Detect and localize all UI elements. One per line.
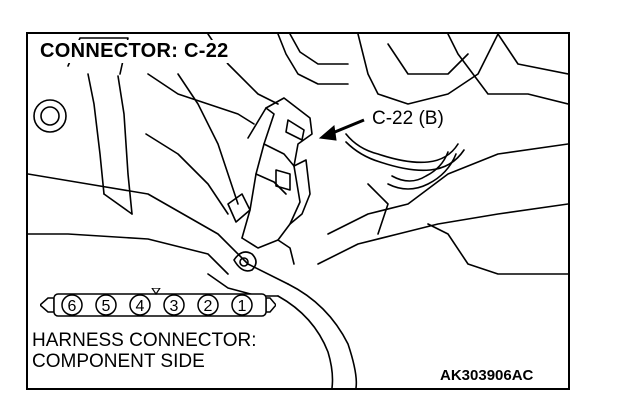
pin-2-label: 2: [204, 298, 213, 315]
pin-key-marker: [151, 288, 161, 296]
pin-1-socket: [231, 294, 253, 316]
connector-pin-face: 6 5 4 3 2 1: [40, 288, 276, 317]
pin-6-socket: [61, 294, 83, 316]
pin-3-socket: [163, 294, 185, 316]
pin-6-label: 6: [68, 298, 77, 315]
pin-3-label: 3: [170, 298, 179, 315]
pin-5-label: 5: [102, 298, 111, 315]
harness-connector-caption: HARNESS CONNECTOR: COMPONENT SIDE: [32, 330, 259, 372]
harness-caption-line1: HARNESS CONNECTOR:: [32, 330, 257, 351]
pin-1-label: 1: [238, 298, 247, 315]
harness-caption-line2: COMPONENT SIDE: [32, 351, 205, 372]
connector-callout-label: C-22 (B): [370, 108, 446, 130]
pin-2-socket: [197, 294, 219, 316]
pin-5-socket: [95, 294, 117, 316]
figure-code: AK303906AC: [440, 367, 534, 384]
figure-title: CONNECTOR: C-22: [38, 40, 231, 63]
pin-4-label: 4: [136, 298, 145, 315]
engine-bay-illustration: [28, 34, 568, 388]
figure-frame: CONNECTOR: C-22 C-22 (B) 6 5 4 3 2 1 HARNESS …: [26, 32, 570, 390]
pin-4-socket: [129, 294, 151, 316]
